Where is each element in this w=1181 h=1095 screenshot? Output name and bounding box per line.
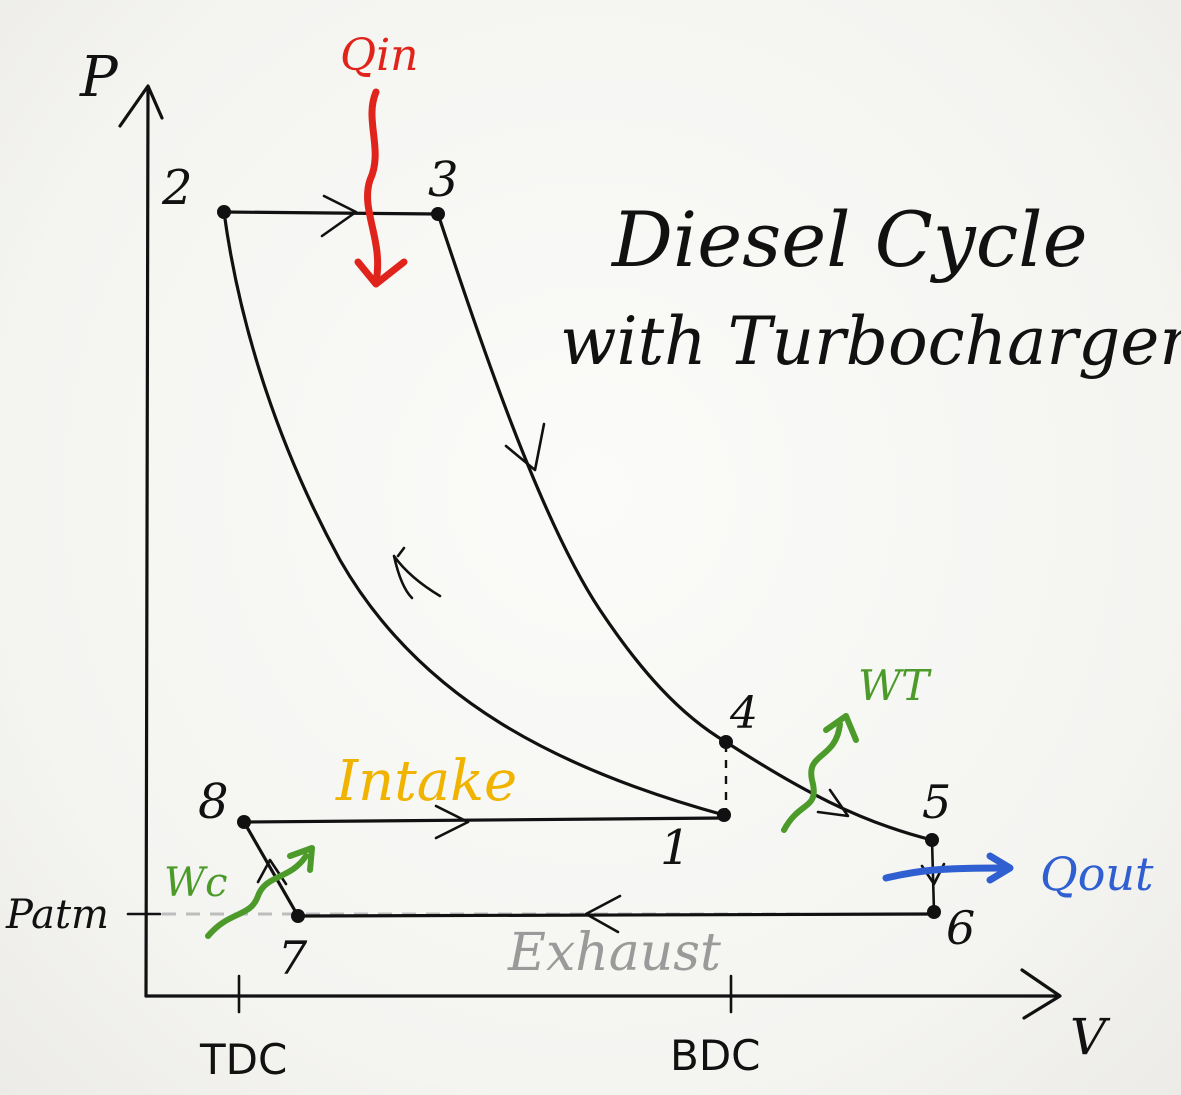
w-c-label: Wc	[164, 860, 228, 906]
point-4-dot	[719, 735, 733, 749]
point-1-label: 1	[660, 820, 691, 876]
q-in-arrow	[364, 88, 382, 286]
x-axis-arrowhead	[1020, 968, 1062, 1020]
q-out-arrow	[882, 864, 1010, 882]
arrow-6-7	[584, 894, 622, 934]
q-out-label: Qout	[1040, 847, 1154, 901]
y-axis-arrowhead	[118, 84, 164, 128]
x-axis-label: V	[1070, 1008, 1111, 1066]
point-8-label: 8	[198, 774, 229, 830]
point-6-label: 6	[946, 901, 975, 955]
w-t-annotation: WT	[781, 661, 932, 833]
arrow-8-1	[434, 804, 470, 840]
path-1-2	[222, 210, 726, 817]
point-2-dot	[217, 205, 231, 219]
arrow-1-2	[392, 546, 442, 600]
tick-tdc-label: TDC	[199, 1035, 287, 1084]
title-line-1: Diesel Cycle	[610, 195, 1088, 284]
arrow-2-3	[320, 194, 358, 238]
path-2-3	[222, 210, 440, 216]
y-axis	[144, 86, 150, 998]
point-5-dot	[925, 833, 939, 847]
w-t-arrowhead	[823, 713, 859, 743]
point-3-dot	[431, 207, 445, 221]
arrow-4-5	[816, 788, 850, 818]
point-7-dot	[291, 909, 305, 923]
w-c-arrow	[205, 853, 309, 939]
path-4-5	[724, 740, 934, 842]
cycle-paths	[222, 194, 946, 934]
point-4-label: 4	[729, 688, 758, 739]
path-6-7	[296, 912, 936, 918]
point-labels: 2 3 4 1 5 6 7 8	[161, 152, 975, 985]
point-8-dot	[237, 815, 251, 829]
w-t-label: WT	[858, 661, 932, 710]
q-in-label: Qin	[340, 30, 418, 81]
path-7-8	[242, 820, 300, 918]
w-c-annotation: Wc	[164, 845, 315, 939]
point-1-dot	[717, 808, 731, 822]
patm-label: Patm	[5, 892, 109, 938]
arrow-3-4	[504, 422, 546, 472]
point-5-label: 5	[922, 775, 951, 829]
q-in-arrowhead	[354, 258, 408, 288]
tick-bdc-label: BDC	[670, 1031, 760, 1080]
point-2-label: 2	[161, 160, 193, 216]
w-c-arrowhead	[287, 845, 315, 873]
y-axis-label: P	[79, 45, 119, 110]
q-out-annotation: Qout	[882, 847, 1154, 901]
w-t-arrow	[781, 721, 843, 833]
state-points	[217, 205, 941, 923]
point-6-dot	[927, 905, 941, 919]
path-3-4	[436, 212, 728, 744]
path-8-1	[242, 816, 726, 824]
q-out-arrowhead	[986, 852, 1014, 884]
axes	[118, 84, 1062, 1020]
point-3-label: 3	[428, 152, 459, 208]
q-in-annotation: Qin	[340, 30, 418, 288]
path-5-6	[930, 838, 936, 914]
intake-label: Intake	[335, 749, 517, 814]
exhaust-label: Exhaust	[507, 923, 721, 983]
point-7-label: 7	[278, 931, 308, 985]
title-line-2: with Turbocharger	[560, 303, 1181, 380]
